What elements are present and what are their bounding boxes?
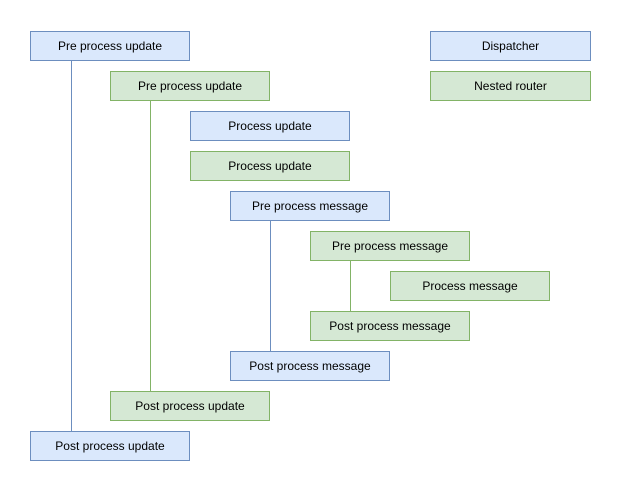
node-process-update-inner: Process update: [190, 151, 350, 181]
node-label: Process message: [422, 279, 518, 293]
node-pre-process-message-inner: Pre process message: [310, 231, 470, 261]
node-dispatcher: Dispatcher: [430, 31, 591, 61]
node-label: Pre process update: [57, 39, 163, 53]
node-nested-router: Nested router: [430, 71, 591, 101]
node-process-message: Process message: [390, 271, 550, 301]
node-label: Post process message: [329, 319, 451, 333]
node-label: Post process update: [135, 399, 245, 413]
node-post-process-message-inner: Post process message: [310, 311, 470, 341]
node-post-process-message-outer: Post process message: [230, 351, 390, 381]
node-pre-process-update-inner: Pre process update: [110, 71, 270, 101]
node-label: Pre process message: [331, 239, 449, 253]
node-label: Nested router: [474, 79, 547, 93]
node-pre-process-message-outer: Pre process message: [230, 191, 390, 221]
node-process-update-outer: Process update: [190, 111, 350, 141]
connector-pre-process-update-outer--post-process-update-outer: [71, 61, 72, 431]
node-pre-process-update-outer: Pre process update: [30, 31, 190, 61]
node-label: Process update: [228, 159, 312, 173]
node-label: Pre process message: [251, 199, 369, 213]
node-post-process-update-outer: Post process update: [30, 431, 190, 461]
node-label: Dispatcher: [481, 39, 540, 53]
node-label: Pre process update: [137, 79, 243, 93]
connector-pre-process-message-inner--post-process-message-inner: [350, 261, 351, 311]
node-label: Process update: [228, 119, 312, 133]
connector-pre-process-message-outer--post-process-message-outer: [270, 221, 271, 351]
node-label: Post process message: [249, 359, 371, 373]
node-label: Post process update: [55, 439, 165, 453]
node-post-process-update-inner: Post process update: [110, 391, 270, 421]
connector-pre-process-update-inner--post-process-update-inner: [150, 101, 151, 391]
